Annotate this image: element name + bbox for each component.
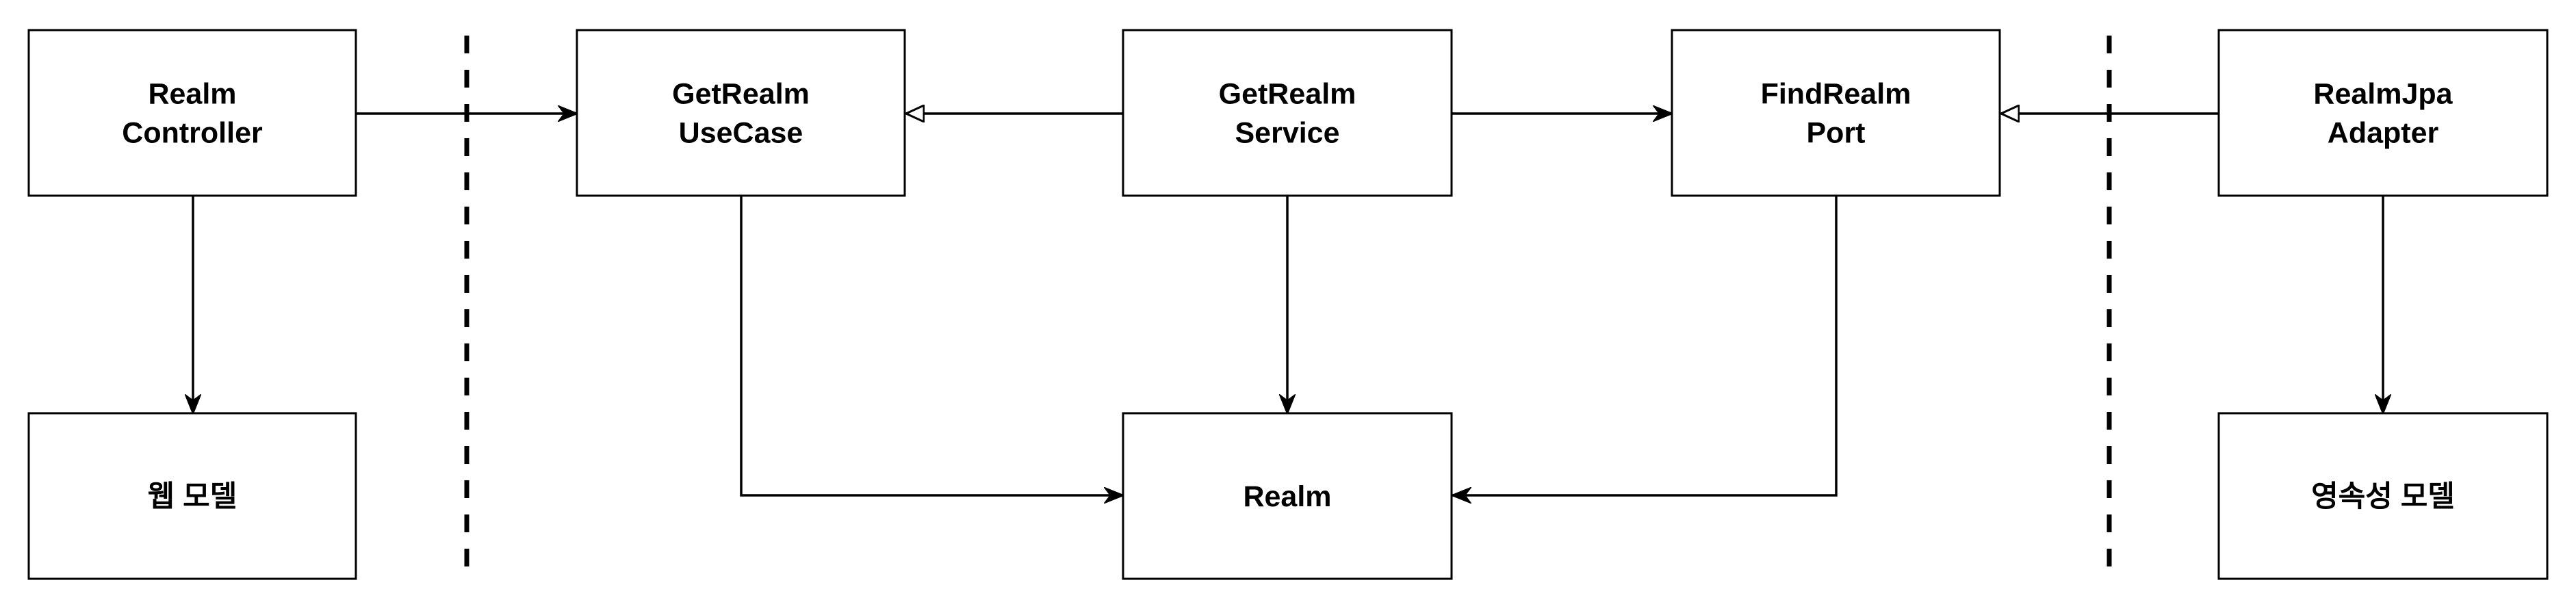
edge-port-to-realm xyxy=(1452,196,1838,495)
node-box xyxy=(1122,412,1453,580)
edge-usecase-to-realm xyxy=(740,196,1123,495)
node-label: Realm xyxy=(1243,480,1331,513)
node-realm: Realm xyxy=(1122,412,1453,580)
node-label-line: RealmJpa xyxy=(2313,78,2453,111)
node-label-line: Service xyxy=(1235,117,1339,150)
node-box xyxy=(576,29,906,197)
edges xyxy=(193,114,2383,495)
node-box xyxy=(2217,412,2549,580)
node-label: 웹 모델 xyxy=(148,480,237,513)
node-persistence-model: 영속성 모델 xyxy=(2217,412,2549,580)
node-label-line: Port xyxy=(1807,117,1866,150)
node-label-line: FindRealm xyxy=(1761,78,1911,111)
node-label-line: 웹 모델 xyxy=(148,480,237,513)
node-label-line: Realm xyxy=(1243,480,1331,513)
node-box xyxy=(27,412,357,580)
node-web-model: 웹 모델 xyxy=(27,412,357,580)
node-label-line: UseCase xyxy=(679,117,803,150)
node-box xyxy=(27,29,357,197)
node-label-line: Realm xyxy=(148,78,236,111)
node-label-line: GetRealm xyxy=(1219,78,1356,111)
node-box xyxy=(1122,29,1453,197)
node-box xyxy=(1671,29,2001,197)
node-label-line: GetRealm xyxy=(672,78,810,111)
node-label-line: Controller xyxy=(122,117,263,150)
node-label: 영속성 모델 xyxy=(2311,480,2455,513)
node-box xyxy=(2217,29,2549,197)
node-label-line: Adapter xyxy=(2328,117,2439,150)
node-label-line: 영속성 모델 xyxy=(2311,480,2455,513)
